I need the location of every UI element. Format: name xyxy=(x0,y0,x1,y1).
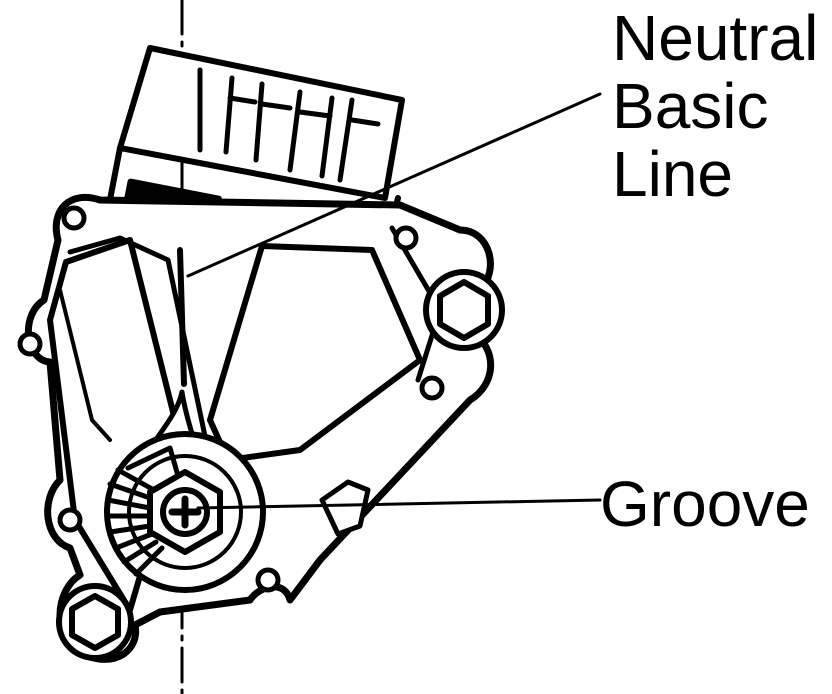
label-line-2: Basic xyxy=(612,70,769,142)
lock-tab xyxy=(319,479,371,537)
hex-bolt-right xyxy=(423,269,505,351)
neutral-basic-line-mark xyxy=(177,247,187,387)
label-line-1: Neutral xyxy=(612,2,819,74)
leader-line-groove xyxy=(196,498,602,510)
mounting-holes xyxy=(17,205,445,593)
leader-line-neutral xyxy=(186,92,602,278)
groove-label-text: Groove xyxy=(600,468,810,540)
groove-label: Groove xyxy=(600,470,810,538)
neutral-basic-line-label: Neutral Basic Line xyxy=(612,4,818,208)
shaft-nut xyxy=(147,469,223,555)
label-line-3: Line xyxy=(612,138,733,210)
hex-bolt-bottom xyxy=(56,583,134,661)
